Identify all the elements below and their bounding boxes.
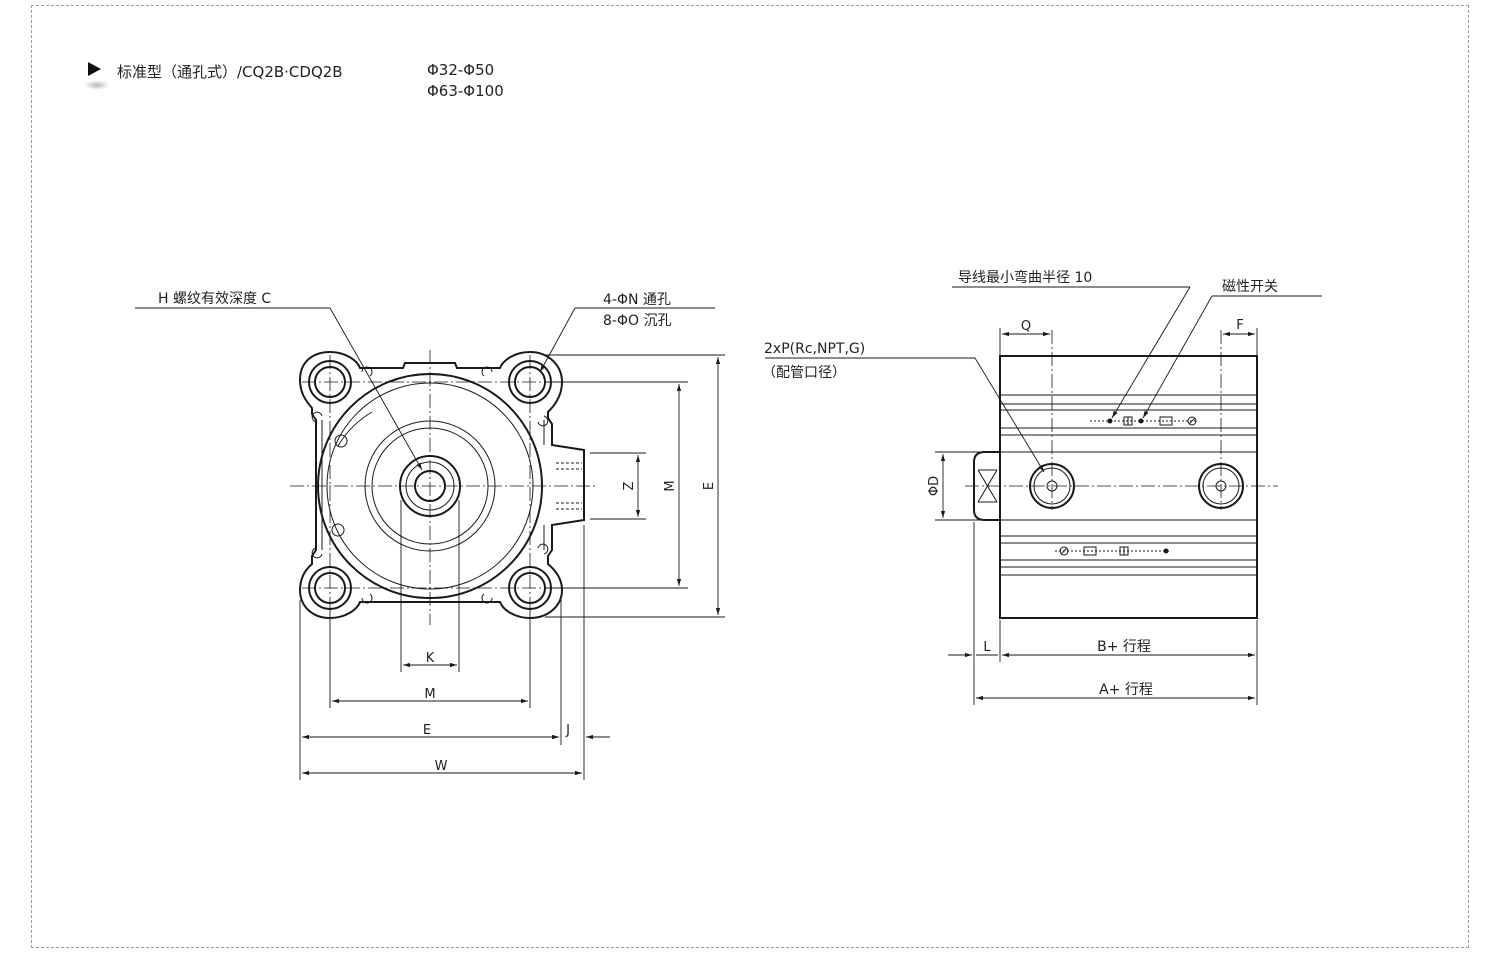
bend-radius-label: 导线最小弯曲半径 10 — [958, 269, 1092, 286]
bullet-arrow-icon — [88, 62, 101, 76]
dim-b-text: B+ 行程 — [1097, 639, 1151, 655]
magnetic-switch-label: 磁性开关 — [1222, 279, 1278, 295]
dim-d-text: ΦD — [927, 476, 942, 496]
dim-z-text: Z — [622, 481, 637, 490]
dim-a-text: A+ 行程 — [1099, 682, 1153, 698]
dim-j-text: J — [565, 723, 570, 738]
thread-label: H 螺纹有效深度 C — [158, 291, 271, 307]
bend-leader — [1111, 286, 1191, 419]
switch-leader — [1142, 295, 1213, 419]
side-view: Q F ΦD L B+ 行程 A+ 行程 导线最小弯曲半径 10 磁性开关 2x… — [762, 269, 1322, 705]
dim-f-text: F — [1236, 318, 1243, 333]
front-body-outline — [298, 350, 585, 620]
dim-l-text: L — [983, 640, 991, 655]
switch-groove-dot-bottom — [331, 523, 345, 537]
bore-range-1: Φ32-Φ50 — [427, 61, 495, 79]
dim-k-text: K — [426, 651, 435, 666]
port-sub-label: （配管口径） — [762, 365, 846, 381]
side-body — [999, 355, 1258, 619]
switch-groove-dot-top — [334, 434, 348, 448]
dim-m-vertical-text: M — [663, 480, 678, 491]
counterbore-label: 8-ΦO 沉孔 — [603, 313, 671, 329]
switch-slot-bottom — [1055, 546, 1170, 556]
thread-leader — [329, 307, 423, 471]
port-label: 2xP(Rc,NPT,G) — [764, 341, 865, 357]
dim-w-text: W — [435, 759, 448, 774]
snap-notches — [311, 366, 549, 604]
through-hole-label: 4-ΦN 通孔 — [603, 292, 671, 308]
switch-groove-arc — [337, 411, 373, 447]
port-leader — [974, 357, 1045, 473]
front-view: Z M E K M E J W H 螺纹有效深度 C 4-Φ — [135, 291, 725, 780]
dim-e-horizontal-text: E — [423, 723, 431, 738]
switch-slot-top — [1090, 416, 1197, 426]
drawing-title: 标准型（通孔式）/CQ2B·CDQ2B — [117, 63, 343, 81]
dim-m-horizontal-text: M — [424, 687, 435, 702]
side-body-lines — [1000, 394, 1257, 576]
dim-e-vertical-text: E — [702, 482, 717, 490]
port-hidden-lines — [556, 462, 582, 510]
hole-leader — [539, 307, 576, 373]
drawing-border — [31, 5, 1469, 948]
dim-q-text: Q — [1021, 319, 1031, 334]
bullet-shadow — [84, 80, 110, 90]
front-body-inner — [321, 420, 545, 550]
bore-range-2: Φ63-Φ100 — [427, 82, 504, 100]
